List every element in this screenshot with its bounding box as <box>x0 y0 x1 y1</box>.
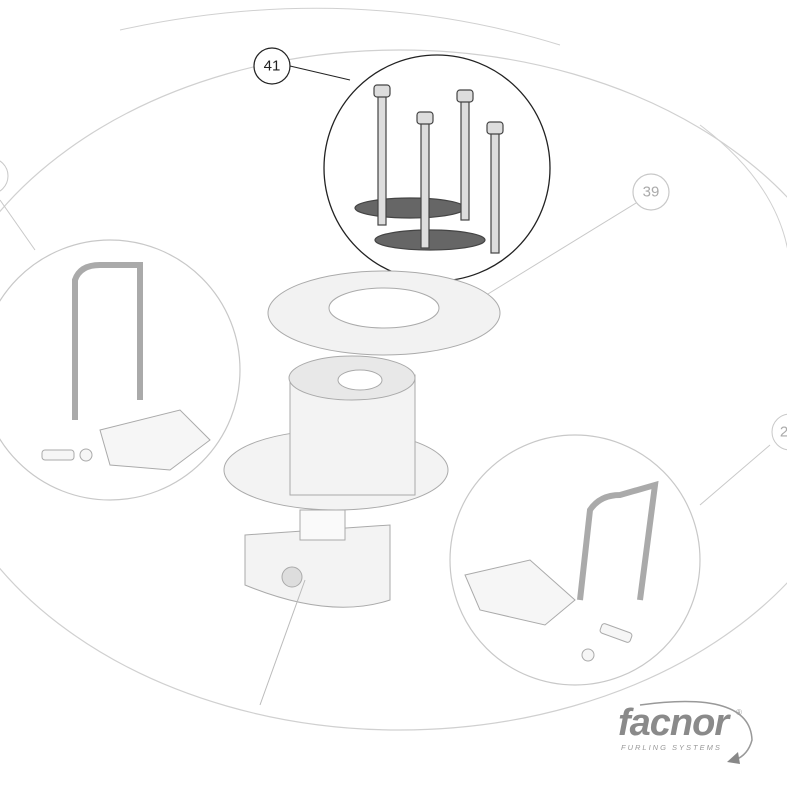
flange-hole <box>328 287 440 329</box>
logo-arrow-icon <box>727 752 740 764</box>
bolts-set <box>354 84 504 254</box>
callout-left-bubble <box>0 160 9 192</box>
detail-circle-right <box>449 434 701 686</box>
callout-39: 39 <box>643 184 660 201</box>
callout-41: 41 <box>264 58 281 75</box>
callout-2: 2 <box>780 424 787 441</box>
leader-39 <box>469 202 637 306</box>
callout-41-bubble <box>253 47 291 85</box>
shackle-left <box>41 262 211 471</box>
leader-41 <box>289 65 351 81</box>
detail-circle-left <box>0 239 241 501</box>
callout-2-bubble <box>771 413 787 451</box>
leader-2 <box>699 444 771 506</box>
outer-arc-top <box>119 7 561 46</box>
logo-registered: ® <box>736 708 742 717</box>
assembly-outline-ellipse <box>0 49 787 731</box>
drum-assembly <box>223 355 449 608</box>
leader-left <box>0 199 36 251</box>
callout-39-bubble <box>632 173 670 211</box>
shackle-right <box>464 480 659 662</box>
logo-tagline: FURLING SYSTEMS <box>621 743 722 752</box>
logo-brand: facnor <box>618 702 729 744</box>
logo-swoosh <box>639 700 753 761</box>
outer-arc-right <box>699 124 787 249</box>
facnor-logo: facnor ® FURLING SYSTEMS <box>618 702 758 752</box>
center-axis-line <box>259 579 306 706</box>
